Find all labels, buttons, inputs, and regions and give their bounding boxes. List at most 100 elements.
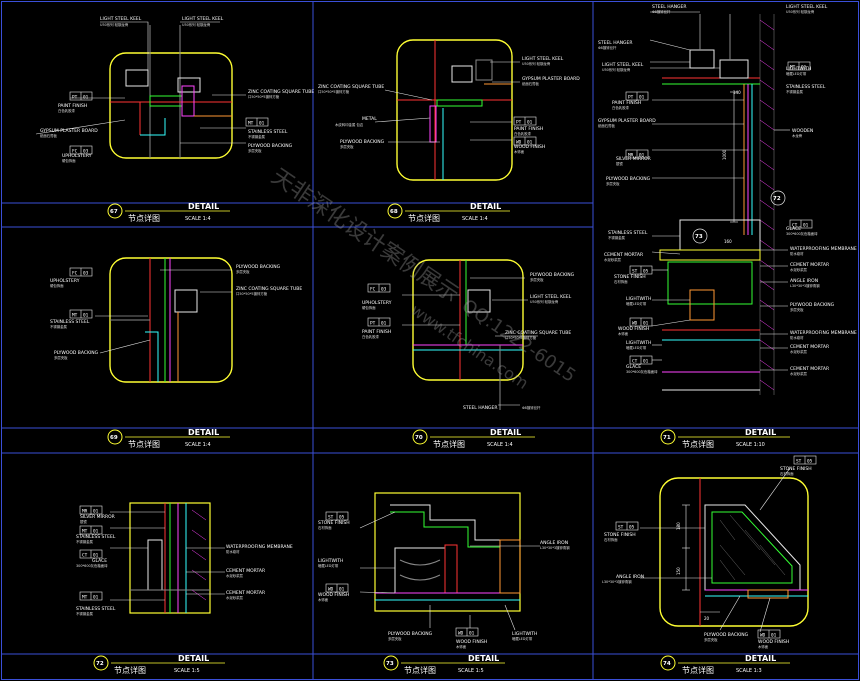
label-sub: 防水卷材 — [226, 549, 240, 554]
label: STAINLESS STEEL — [76, 534, 116, 540]
label: CEMENT MORTAR — [790, 366, 829, 372]
tag-num: 03 — [381, 287, 387, 293]
label: LIGHT STEEL KEEL — [182, 16, 224, 22]
label: STAINLESS STEEL — [786, 84, 826, 90]
label: WATERPROOFING MEMBRANE — [790, 330, 857, 336]
label-sub: 不锈钢金属 — [608, 235, 626, 240]
detail-74-labels: STONE FINISH 石材饰面 STONE FINISH 石材饰面 ANGL… — [602, 466, 812, 649]
detail-title-cn: 节点详图 — [128, 213, 160, 223]
label-sub: 石材饰面 — [604, 537, 618, 542]
label: GYPSUM PLASTER BOARD — [598, 118, 656, 124]
label-sub: U50系列 轻钢龙骨 — [530, 299, 559, 304]
label: PLYWOOD BACKING — [236, 264, 281, 270]
detail-title-cn: 节点详图 — [433, 439, 465, 449]
stone-hatch — [719, 514, 786, 581]
tag-num: 01 — [771, 633, 777, 639]
label-sub: 白色乳胶漆 — [362, 334, 380, 339]
detail-title: DETAIL — [188, 428, 219, 437]
tag-code: ST — [618, 525, 624, 531]
label: UPHOLSTERY — [62, 153, 92, 159]
label-sub: 石材饰面 — [780, 471, 794, 476]
tag-num: 01 — [527, 140, 533, 146]
tag-code: MT — [72, 313, 78, 319]
tag-num: 01 — [639, 153, 645, 159]
detail-72: SILVER MIRROR 银镜 STAINLESS STEEL 不锈钢金属 G… — [76, 502, 293, 675]
label-sub: 多层夹板 — [388, 636, 402, 641]
label-sub: 木龙骨 — [792, 133, 803, 138]
tag-num: 05 — [629, 525, 635, 531]
detail-74: 180 150 20 STONE FINISH 石材饰面 STONE FINIS… — [602, 455, 817, 675]
detail-68-title: 68 DETAIL 节点详图 SCALE 1:4 — [387, 202, 510, 223]
wall-hatch — [759, 19, 775, 391]
tag-num: 01 — [83, 313, 89, 319]
label: LIGHT STEEL KEEL — [100, 16, 142, 22]
label-sub: 纸面石膏板 — [522, 81, 540, 86]
detail-69-title: 69 DETAIL 节点详图 SCALE 1:4 — [107, 428, 230, 449]
label: STONE FINISH — [614, 274, 646, 280]
label: WOOD FINISH — [514, 144, 545, 150]
detail-title: DETAIL — [178, 654, 209, 663]
label: ZINC COATING SQUARE TUBE — [505, 330, 571, 336]
detail-71-title: 71 DETAIL 节点详图 SCALE 1:10 — [660, 428, 790, 449]
label-sub: L30*30*3镀锌角钢 — [602, 579, 632, 584]
label: WOODEN — [792, 128, 813, 134]
label-sub: 暗藏LED灯带 — [512, 636, 533, 641]
label: LIGHTWITH — [626, 296, 651, 302]
detail-number: 67 — [110, 209, 118, 215]
label-sub: 多层夹板 — [54, 355, 68, 360]
label-sub: 暗藏LED灯带 — [318, 563, 339, 568]
detail-scale: SCALE 1:4 — [487, 442, 513, 448]
label: GYPSUM PLASTER BOARD — [522, 76, 580, 82]
tag-code: MT — [82, 529, 88, 535]
label-sub: 不锈钢金属 — [50, 324, 68, 329]
dimension: 140 — [733, 90, 741, 95]
detail-number: 72 — [96, 661, 104, 667]
detail-67: LIGHT STEEL KEEL U50系列 轻钢龙骨 LIGHT STEEL … — [35, 16, 314, 223]
label-sub: 不锈钢金属 — [248, 134, 266, 139]
label: PLYWOOD BACKING — [704, 632, 749, 638]
detail-70: PLYWOOD BACKING 多层夹板 LIGHT STEEL KEEL U5… — [362, 259, 575, 449]
label: SILVER MIRROR — [616, 156, 651, 162]
detail-title: DETAIL — [468, 654, 499, 663]
label-sub: 防水卷材 — [790, 335, 804, 340]
label-sub: 口50*50*5镀锌方管 — [318, 89, 350, 94]
label-sub: L30*30*3镀锌角钢 — [790, 283, 820, 288]
label: CEMENT MORTAR — [790, 262, 829, 268]
tag-num: 01 — [93, 553, 99, 559]
label: PLYWOOD BACKING — [530, 272, 575, 278]
detail-70-labels: PLYWOOD BACKING 多层夹板 LIGHT STEEL KEEL U5… — [362, 272, 575, 411]
label: LIGHT STEEL KEEL — [602, 62, 644, 68]
label: STAINLESS STEEL — [76, 606, 116, 612]
tag-code: MT — [790, 65, 796, 71]
label: PLYWOOD BACKING — [54, 350, 99, 356]
tag-code: PT — [516, 120, 522, 126]
label: PAINT FINISH — [612, 100, 641, 106]
label-sub: 木饰面 — [318, 597, 329, 602]
detail-72-title: 72 DETAIL 节点详图 SCALE 1:5 — [93, 654, 225, 675]
label-sub: 木饰面 — [618, 331, 629, 336]
label-sub: 多层夹板 — [248, 148, 262, 153]
detail-71-labels: STEEL HANGER Φ8镀锌丝杆 LIGHT STEEL KEEL U50… — [598, 4, 857, 376]
tag-num: 01 — [83, 95, 89, 101]
label-sub: 硬包饰面 — [62, 158, 76, 163]
label-sub: 石材饰面 — [614, 279, 628, 284]
detail-73-title: 73 DETAIL 节点详图 SCALE 1:5 — [383, 654, 505, 675]
detail-title-cn: 节点详图 — [128, 439, 160, 449]
detail-scale: SCALE 1:5 — [458, 668, 484, 674]
detail-scale: SCALE 1:10 — [736, 442, 765, 448]
detail-number: 70 — [415, 435, 423, 441]
label: WOOD FINISH — [318, 592, 349, 598]
label: PAINT FINISH — [362, 329, 391, 335]
tag-code: ST — [632, 269, 638, 275]
label: LIGHT STEEL KEEL — [530, 294, 572, 300]
label-sub: U50系列 轻钢龙骨 — [786, 9, 815, 14]
label: LIGHTWITH — [318, 558, 343, 564]
detail-number: 74 — [663, 661, 671, 667]
callout-ref: 73 — [695, 234, 703, 240]
label: UPHOLSTERY — [50, 278, 80, 284]
detail-title-cn: 节点详图 — [682, 439, 714, 449]
detail-title-cn: 节点详图 — [408, 213, 440, 223]
tag-code: FC — [370, 287, 376, 293]
tag-num: 01 — [801, 65, 807, 71]
